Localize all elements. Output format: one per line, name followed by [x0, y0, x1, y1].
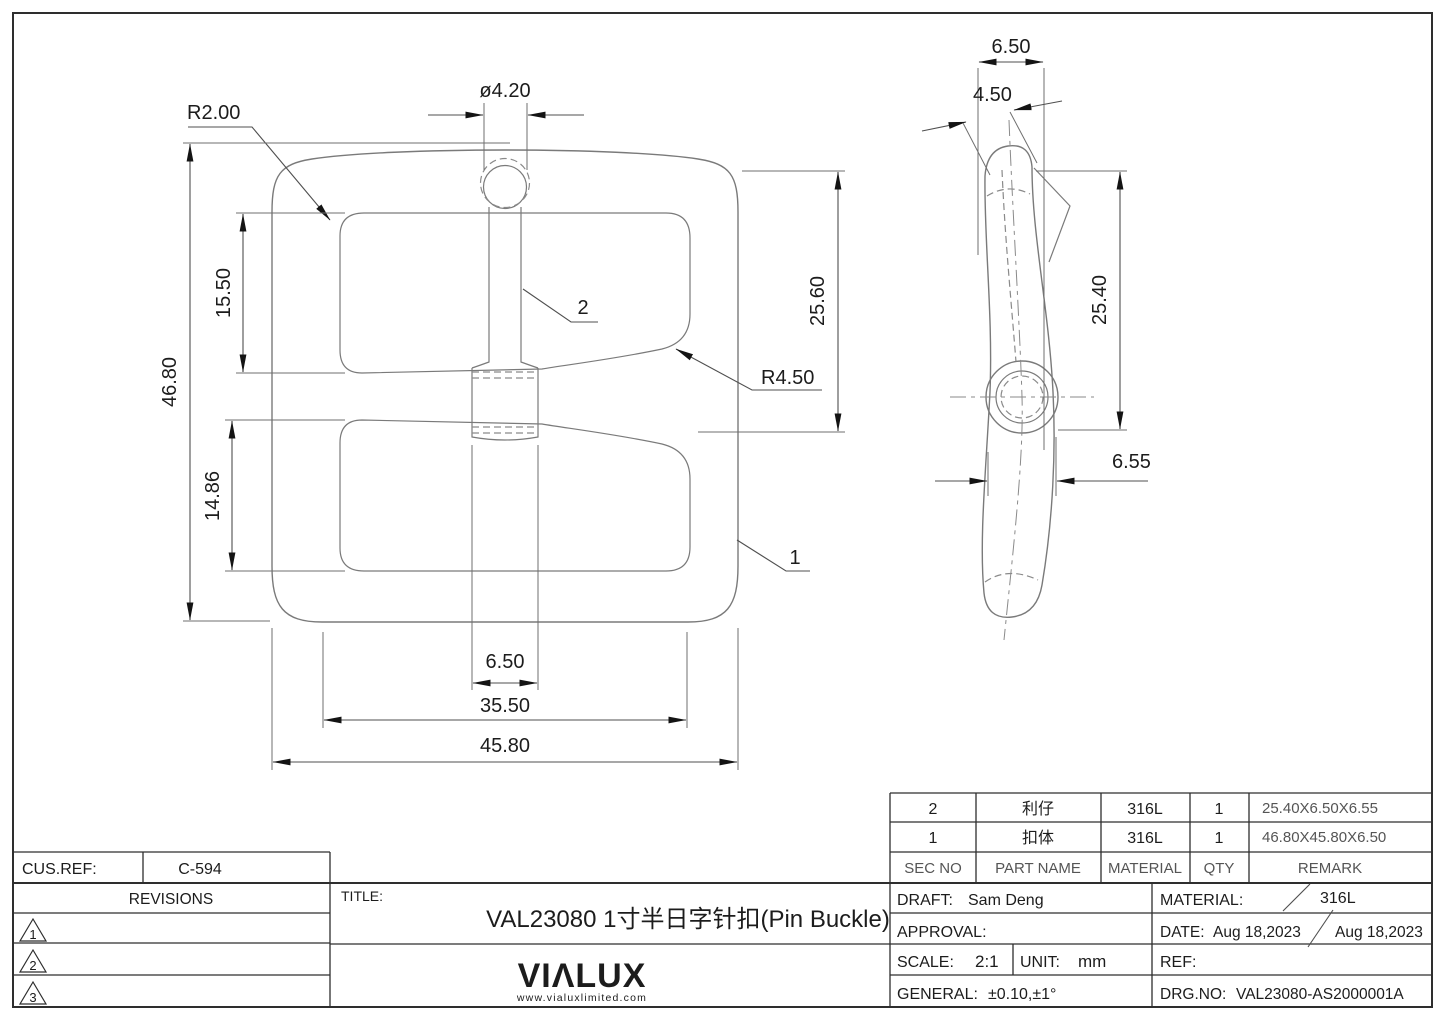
general-label: GENERAL: [897, 986, 978, 1003]
dim-pin-dia-text: 4.50 [973, 84, 1012, 106]
hidden-line [1001, 169, 1017, 363]
date-value: Aug 18,2023 [1213, 924, 1301, 941]
parts-row-name: 扣体 [1022, 829, 1054, 847]
dim-bottom-slot-text: 14.86 [202, 471, 224, 521]
revision-triangle-icon [18, 917, 48, 942]
parts-row-name: 利仔 [1022, 800, 1054, 818]
side-view: 6.50 4.50 25.40 6.55 [921, 36, 1151, 641]
drgno-label: DRG.NO: [1160, 986, 1226, 1003]
dim-line [1013, 100, 1063, 111]
dim-width-text: 45.80 [480, 735, 530, 757]
scale-label: SCALE: [897, 954, 954, 971]
dim-right-height-text: 25.60 [807, 276, 829, 326]
material-label: MATERIAL: [1160, 892, 1243, 909]
revision-triangle-icon [18, 948, 48, 973]
date-value-2: Aug 18,2023 [1335, 924, 1423, 941]
material-slash [1282, 883, 1311, 912]
part-label-body-leader [736, 539, 810, 572]
hidden-arc-top [986, 188, 1031, 197]
parts-table: 2 利仔 316L 1 25.40X6.50X6.55 1 扣体 316L 1 … [889, 792, 1432, 1007]
buckle-outline [271, 149, 739, 623]
dim-r45-leader [675, 348, 822, 391]
cus-ref-value: C-594 [178, 861, 222, 878]
ext-line [962, 122, 991, 176]
parts-row-secno: 2 [929, 801, 938, 818]
part-label-pin-leader [522, 288, 598, 323]
ref-label: REF: [1160, 954, 1196, 971]
bottom-slot [339, 419, 691, 572]
revisions-label: REVISIONS [129, 891, 213, 908]
dim-side-width-bottom-text: 6.55 [1112, 451, 1151, 473]
pin-head-hidden-circle [479, 157, 531, 209]
draft-value: Sam Deng [968, 892, 1044, 909]
material-value: 316L [1320, 890, 1356, 907]
parts-row-remark: 25.40X6.50X6.55 [1262, 800, 1378, 817]
parts-row-qty: 1 [1215, 801, 1224, 818]
dim-r2-leader [188, 126, 331, 221]
scale-value: 2:1 [975, 952, 999, 971]
pin-hook [1033, 167, 1071, 263]
hidden-arc-bottom [984, 572, 1039, 583]
pin-shaft-left [471, 207, 490, 369]
revision-marker: 1 [29, 927, 36, 942]
title-label: TITLE: [341, 888, 383, 904]
dim-top-slot-text: 15.50 [213, 268, 235, 318]
parts-row-qty: 1 [1215, 830, 1224, 847]
dim-r45-text: R4.50 [761, 367, 814, 389]
dim-r2-text: R2.00 [187, 102, 240, 124]
part-label-body: 1 [789, 547, 800, 569]
parts-row-material: 316L [1127, 801, 1163, 818]
date-label: DATE: [1160, 924, 1205, 941]
part-label-pin: 2 [577, 297, 588, 319]
dim-line [921, 121, 967, 132]
parts-header-material: MATERIAL [1108, 860, 1182, 877]
company-logo: VIΛLUX [518, 957, 647, 995]
parts-header-remark: REMARK [1298, 860, 1362, 877]
dim-side-width-top-text: 6.50 [992, 36, 1031, 58]
centerline-vertical [1003, 119, 1023, 641]
parts-header-name: PART NAME [995, 860, 1081, 877]
draft-label: DRAFT: [897, 892, 953, 909]
unit-label: UNIT: [1020, 954, 1060, 971]
sheet-border [12, 12, 1433, 1008]
unit-value: mm [1078, 952, 1106, 971]
pin-shaft-right [520, 207, 539, 369]
drawing-title: VAL23080 1寸半日字针扣(Pin Buckle) [486, 906, 890, 933]
dim-height-text: 46.80 [159, 357, 181, 407]
parts-header-secno: SEC NO [904, 860, 962, 877]
date-slash [1307, 909, 1334, 948]
dim-inner-width-text: 35.50 [480, 695, 530, 717]
dim-dia-text: ø4.20 [479, 80, 530, 102]
parts-row-secno: 1 [929, 830, 938, 847]
parts-header-qty: QTY [1204, 860, 1235, 877]
dim-bar-width-text: 6.50 [486, 651, 525, 673]
title-block: CUS.REF: C-594 REVISIONS 1 2 3 TITLE: VA… [13, 851, 1432, 1007]
pin-head-circle [482, 164, 528, 210]
cus-ref-label: CUS.REF: [22, 861, 97, 878]
revision-marker: 3 [29, 990, 36, 1005]
revision-triangle-icon [18, 980, 48, 1005]
front-view: R2.00 ø4.20 15.50 46.80 14.86 25.60 R4.5… [159, 80, 845, 770]
pin-outline [981, 144, 1055, 618]
revision-marker: 2 [29, 958, 36, 973]
parts-row-material: 316L [1127, 830, 1163, 847]
approval-label: APPROVAL: [897, 924, 987, 941]
top-slot [339, 212, 691, 374]
drgno-value: VAL23080-AS2000001A [1236, 986, 1404, 1003]
pin-wrap [471, 368, 539, 441]
parts-row-remark: 46.80X45.80X6.50 [1262, 829, 1386, 846]
general-value: ±0.10,±1° [988, 986, 1056, 1003]
ext-line [1009, 111, 1038, 164]
company-url: www.vialuxlimited.com [516, 992, 647, 1004]
dim-length-text: 25.40 [1089, 275, 1111, 325]
